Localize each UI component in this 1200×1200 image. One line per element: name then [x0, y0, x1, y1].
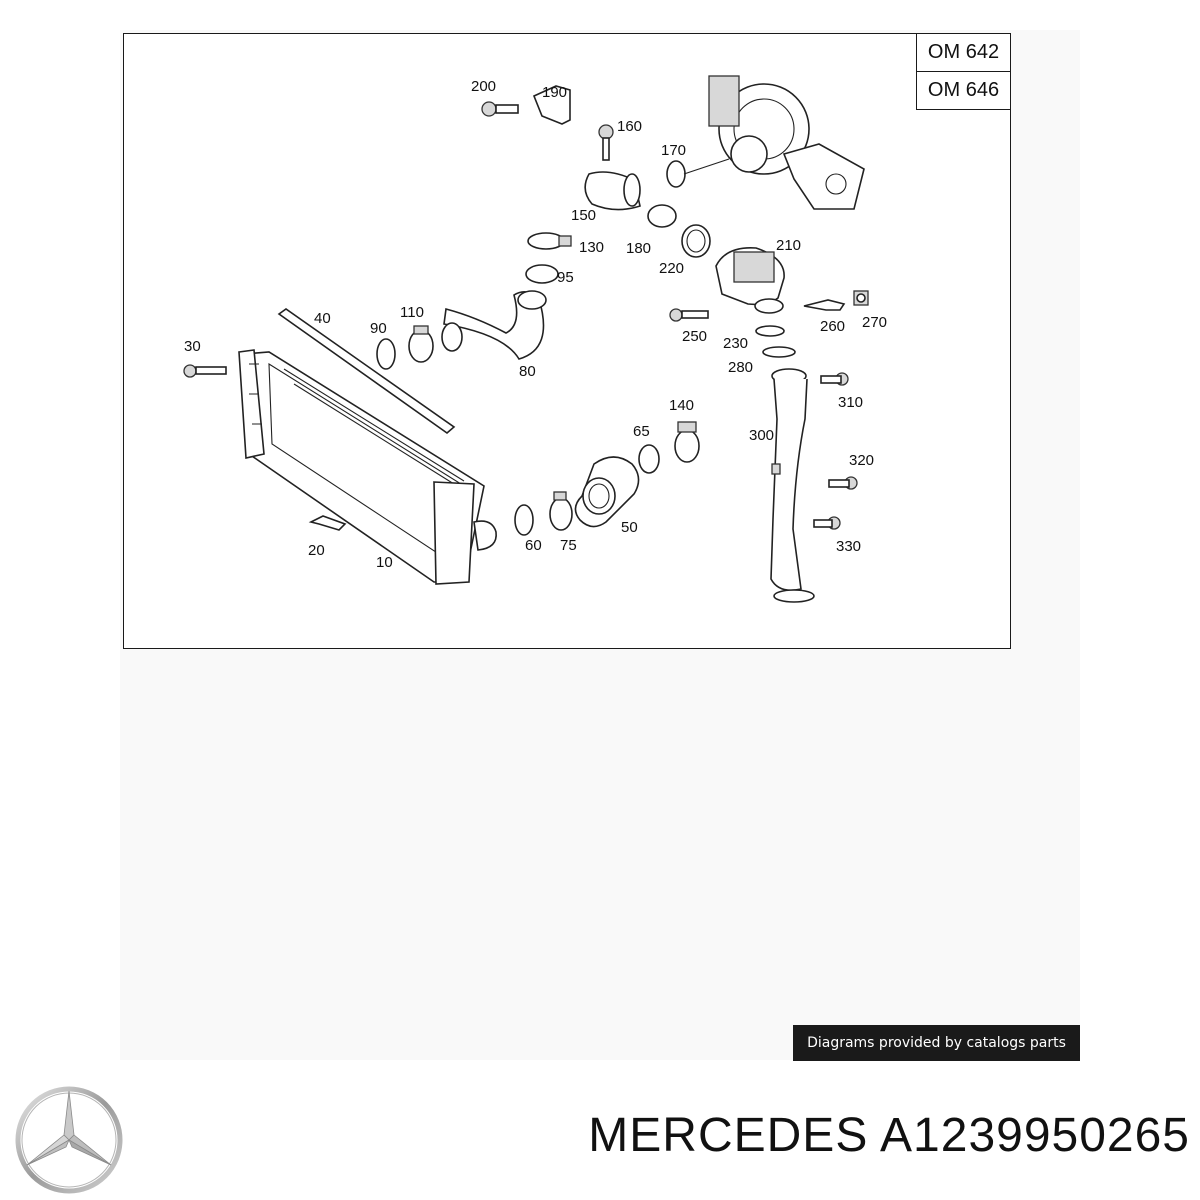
label-130: 130 — [579, 239, 604, 256]
exploded-view-drawing: 10 20 30 40 50 60 65 75 80 90 95 110 130… — [183, 75, 887, 603]
label-160: 160 — [617, 118, 642, 135]
label-260: 260 — [820, 318, 845, 335]
label-320: 320 — [849, 452, 874, 469]
label-200: 200 — [471, 78, 496, 95]
clamp-180-drawing — [647, 204, 677, 228]
hose-150-drawing — [584, 171, 641, 211]
label-210: 210 — [776, 237, 801, 254]
label-310: 310 — [838, 394, 863, 411]
label-75: 75 — [560, 537, 577, 554]
hose-50-drawing — [574, 456, 640, 528]
label-10: 10 — [376, 554, 393, 571]
turbocharger-drawing — [683, 75, 865, 210]
label-190: 190 — [542, 84, 567, 101]
intercooler-drawing — [238, 349, 497, 585]
engine-variant: OM 646 — [917, 71, 1010, 109]
parts-diagram: 10 20 30 40 50 60 65 75 80 90 95 110 130… — [123, 33, 1011, 649]
clamp-75-drawing — [549, 491, 573, 531]
ring-280-drawing — [762, 346, 796, 358]
plate-190-drawing — [532, 85, 571, 125]
mercedes-star-logo-icon — [15, 1086, 123, 1194]
ring-95-drawing — [525, 264, 559, 284]
ring-90-drawing — [376, 338, 396, 370]
ring-230-drawing — [755, 325, 785, 337]
label-80: 80 — [519, 363, 536, 380]
brand-name: MERCEDES — [588, 1109, 869, 1162]
bolt-320-drawing — [828, 476, 858, 490]
bolt-30-drawing — [183, 364, 227, 378]
nut-270-drawing — [853, 290, 869, 306]
label-220: 220 — [659, 260, 684, 277]
engine-variant: OM 642 — [927, 41, 1000, 63]
bolt-250-drawing — [669, 308, 709, 322]
label-90: 90 — [370, 320, 387, 337]
pipe-300-drawing — [770, 368, 815, 603]
bracket-260-drawing — [803, 299, 846, 311]
engine-variants-table: OM 642 OM 646 — [916, 34, 1010, 110]
label-95: 95 — [557, 269, 574, 286]
label-140: 140 — [669, 397, 694, 414]
diagram-credit-badge: Diagrams provided by catalogs parts — [793, 1025, 1080, 1061]
label-65: 65 — [633, 423, 650, 440]
label-30: 30 — [184, 338, 201, 355]
clamp-110-drawing — [408, 325, 434, 363]
label-230: 230 — [723, 335, 748, 352]
label-270: 270 — [862, 314, 887, 331]
hose-80-drawing — [441, 290, 547, 360]
label-250: 250 — [682, 328, 707, 345]
label-300: 300 — [749, 427, 774, 444]
ring-65-drawing — [638, 444, 660, 474]
label-60: 60 — [525, 537, 542, 554]
bolt-200-drawing — [481, 101, 519, 117]
bracket-20-drawing — [308, 515, 347, 531]
part-number: A1239950265 — [880, 1109, 1190, 1162]
label-50: 50 — [621, 519, 638, 536]
clamp-130-drawing — [527, 232, 572, 250]
label-330: 330 — [836, 538, 861, 555]
valve-210-drawing — [715, 247, 785, 314]
ring-60-drawing — [514, 504, 534, 536]
label-110: 110 — [400, 304, 424, 321]
bolt-310-drawing — [820, 372, 849, 386]
ring-170-drawing — [666, 160, 686, 188]
label-280: 280 — [728, 359, 753, 376]
bolt-160-drawing — [598, 124, 614, 161]
strip-40-drawing — [277, 308, 456, 435]
label-170: 170 — [661, 142, 686, 159]
ring-220-drawing — [681, 224, 711, 258]
clamp-140-drawing — [674, 421, 700, 463]
bolt-330-drawing — [813, 516, 841, 530]
label-150: 150 — [571, 207, 596, 224]
label-40: 40 — [314, 310, 331, 327]
label-180: 180 — [626, 240, 651, 257]
product-title: MERCEDES A1239950265 — [405, 1108, 1190, 1163]
label-20: 20 — [308, 542, 325, 559]
